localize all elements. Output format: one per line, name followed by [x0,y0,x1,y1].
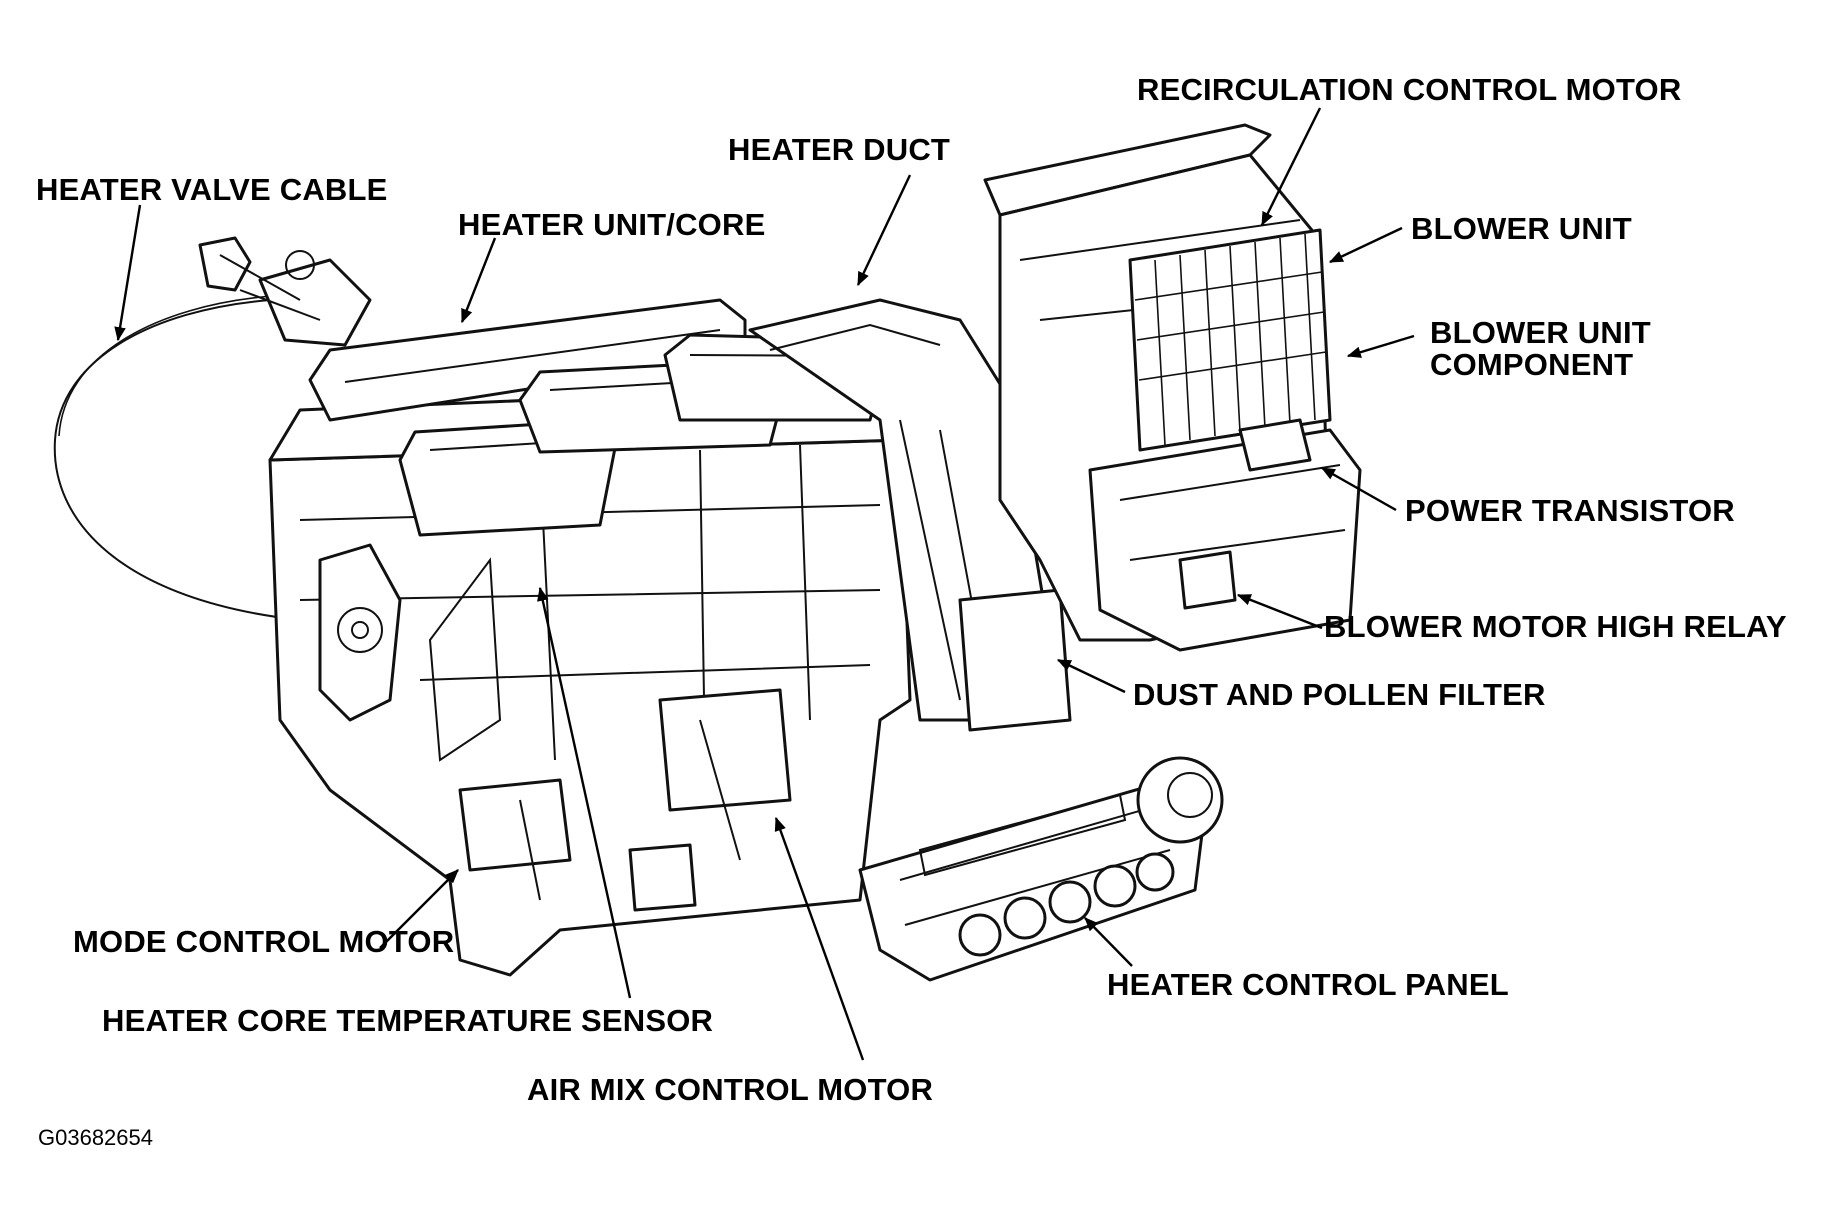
heater-control-panel [858,756,1224,982]
label-mode-control-motor: MODE CONTROL MOTOR [73,924,455,959]
label-power-transistor: POWER TRANSISTOR [1405,493,1735,528]
label-heater-core-temperature-sensor: HEATER CORE TEMPERATURE SENSOR [102,1003,714,1038]
figure-code: G03682654 [38,1125,153,1150]
label-dust-and-pollen-filter: DUST AND POLLEN FILTER [1133,677,1546,712]
heater-duct [748,298,1072,732]
label-recirculation-control-motor: RECIRCULATION CONTROL MOTOR [1137,72,1682,107]
label-blower-unit: BLOWER UNIT [1411,211,1632,246]
label-blower-unit-component-line2: COMPONENT [1430,347,1634,382]
label-air-mix-control-motor: AIR MIX CONTROL MOTOR [527,1072,934,1107]
blower-unit [983,123,1362,652]
label-blower-motor-high-relay: BLOWER MOTOR HIGH RELAY [1324,609,1787,644]
label-heater-valve-cable: HEATER VALVE CABLE [36,172,388,207]
leader-lines [114,107,1415,1061]
label-heater-control-panel: HEATER CONTROL PANEL [1107,967,1509,1002]
label-blower-unit-component-line1: BLOWER UNIT [1430,315,1651,350]
heater-unit-housing [268,298,912,977]
heater-valve-cable [53,236,372,621]
label-heater-unit-core: HEATER UNIT/CORE [458,207,766,242]
label-heater-duct: HEATER DUCT [728,132,951,167]
